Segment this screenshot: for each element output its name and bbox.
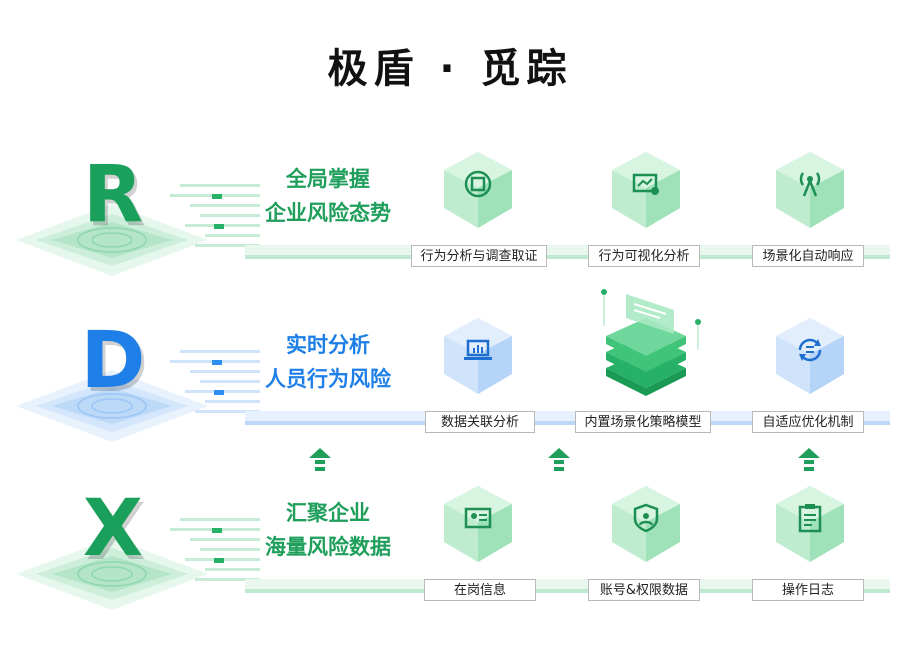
clipboard-list-icon	[798, 504, 822, 533]
platform-r	[16, 204, 208, 276]
up-arrow-2	[548, 448, 570, 471]
tagline-x-line1: 汇聚企业	[286, 501, 370, 525]
band-r	[245, 245, 890, 263]
row-r: R 全局掌握 企业风险态势 行为分析与调查取证 行为可视化分析 场景化自动响应	[0, 150, 900, 300]
id-card-icon	[464, 507, 492, 529]
label-d-1: 数据关联分析	[425, 411, 535, 433]
label-x-2: 账号&权限数据	[588, 579, 700, 601]
tagline-d-line1: 实时分析	[286, 333, 370, 357]
row-x: X 汇聚企业 海量风险数据 在岗信息 账号&权限数据 操作日志	[0, 484, 900, 634]
tagline-d-line2: 人员行为风险	[265, 367, 391, 391]
up-arrow-1	[309, 448, 331, 471]
tagline-r-line1: 全局掌握	[286, 167, 370, 191]
tagline-r-line2: 企业风险态势	[265, 201, 391, 225]
label-x-1: 在岗信息	[424, 579, 536, 601]
label-d-3: 自适应优化机制	[752, 411, 864, 433]
letter-d: D	[80, 316, 146, 406]
label-r-2: 行为可视化分析	[588, 245, 700, 267]
node-d-2	[604, 294, 688, 398]
label-r-3: 场景化自动响应	[752, 245, 864, 267]
node-d-1	[438, 316, 518, 396]
platform-d	[16, 370, 208, 442]
tagline-d: 实时分析 人员行为风险	[228, 328, 428, 396]
box-scan-icon	[464, 170, 492, 198]
node-x-3	[770, 484, 850, 564]
node-r-2	[606, 150, 686, 230]
label-r-1: 行为分析与调查取证	[411, 245, 547, 267]
label-x-3: 操作日志	[752, 579, 864, 601]
band-x	[245, 579, 890, 597]
row-d: D 实时分析 人员行为风险 数据关联分析 内置场景化策略模型	[0, 289, 900, 466]
node-d-3	[770, 316, 850, 396]
tagline-x: 汇聚企业 海量风险数据	[228, 496, 428, 564]
user-shield-icon	[633, 503, 659, 533]
page-title: 极盾 · 觅踪	[327, 46, 573, 92]
node-x-1	[438, 484, 518, 564]
band-d	[245, 411, 890, 429]
node-r-3	[770, 150, 850, 230]
letter-r: R	[82, 150, 144, 240]
chart-monitor-icon	[632, 173, 659, 195]
speed-lines-d	[170, 350, 260, 413]
platform-x	[16, 538, 208, 610]
speed-lines-x	[170, 518, 260, 581]
tagline-r: 全局掌握 企业风险态势	[228, 162, 428, 230]
refresh-doc-icon	[798, 338, 822, 362]
speed-lines-r	[170, 184, 260, 247]
pins-decoration	[601, 289, 701, 350]
laptop-chart-icon	[464, 339, 492, 360]
stacked-layers-icon	[606, 294, 686, 396]
tagline-x-line2: 海量风险数据	[265, 535, 391, 559]
letter-x: X	[82, 484, 144, 574]
signal-tower-icon	[799, 172, 821, 197]
label-d-2: 内置场景化策略模型	[575, 411, 711, 433]
node-x-2	[606, 484, 686, 564]
up-arrow-3	[798, 448, 820, 471]
node-r-1	[438, 150, 518, 230]
